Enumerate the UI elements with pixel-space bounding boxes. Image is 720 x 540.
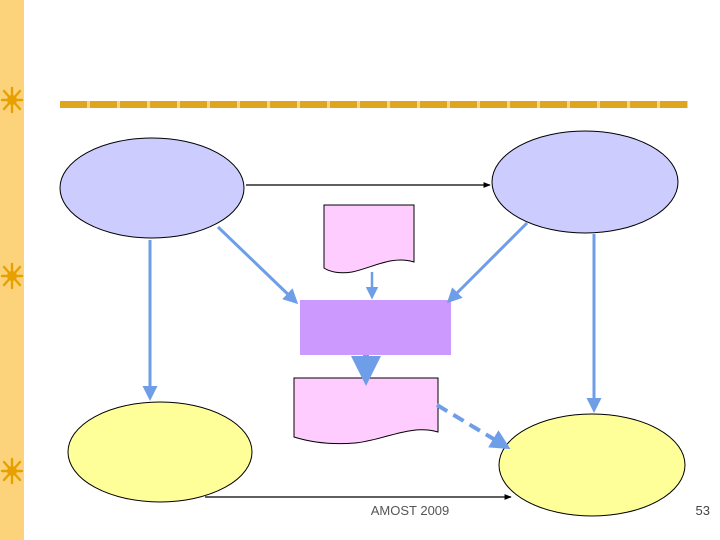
- bottom-right-ellipse: [498, 413, 686, 517]
- star-bullet-icon: [0, 262, 24, 290]
- central-process-box: [300, 300, 451, 355]
- dashed-output-arrow: [435, 403, 511, 450]
- top-right-ellipse: [491, 130, 679, 234]
- page-number: 53: [695, 503, 710, 518]
- top-document-shape: [323, 204, 415, 274]
- bottom-left-ellipse: [67, 401, 253, 503]
- top-left-ellipse: [59, 137, 245, 239]
- star-bullet-icon: [0, 457, 24, 485]
- title-underline-rule: [60, 101, 688, 108]
- footer-text: AMOST 2009: [370, 503, 450, 518]
- star-bullet-icon: [0, 86, 24, 114]
- sidebar-band: [0, 0, 24, 540]
- left-to-process-arrow: [216, 225, 299, 305]
- bottom-document-shape: [293, 377, 439, 445]
- right-to-process-arrow: [446, 221, 529, 304]
